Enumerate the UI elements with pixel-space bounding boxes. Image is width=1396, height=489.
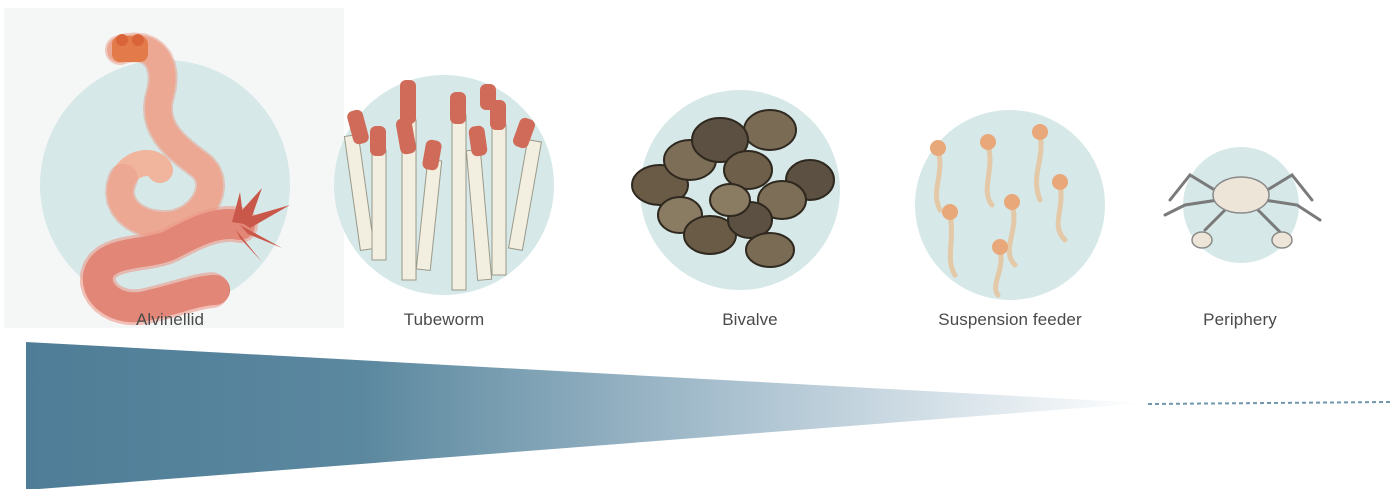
zone-label-bivalve: Bivalve — [640, 310, 860, 330]
crab-icon — [1130, 0, 1370, 330]
gradient-wedge — [0, 330, 1396, 489]
intensity-gradient-graphic — [0, 330, 1396, 489]
zone-alvinellid: Alvinellid — [0, 0, 350, 330]
zone-label-periphery: Periphery — [1130, 310, 1350, 330]
alvinellid-worm-icon — [0, 0, 350, 330]
gradient-triangle — [26, 342, 1145, 489]
zone-bivalve: Bivalve — [620, 0, 860, 330]
dotted-extension-line — [1148, 402, 1390, 404]
tubeworm-cluster-icon — [330, 0, 570, 330]
zone-periphery: Periphery — [1130, 0, 1370, 330]
bivalve-mussels-icon — [620, 0, 860, 330]
zone-label-alvinellid: Alvinellid — [60, 310, 280, 330]
zone-tubeworm: Tubeworm — [330, 0, 570, 330]
zone-label-tubeworm: Tubeworm — [334, 310, 554, 330]
suspension-feeder-icon — [900, 0, 1140, 330]
zone-suspension-feeder: Suspension feeder — [900, 0, 1140, 330]
zone-label-suspension-feeder: Suspension feeder — [900, 310, 1120, 330]
